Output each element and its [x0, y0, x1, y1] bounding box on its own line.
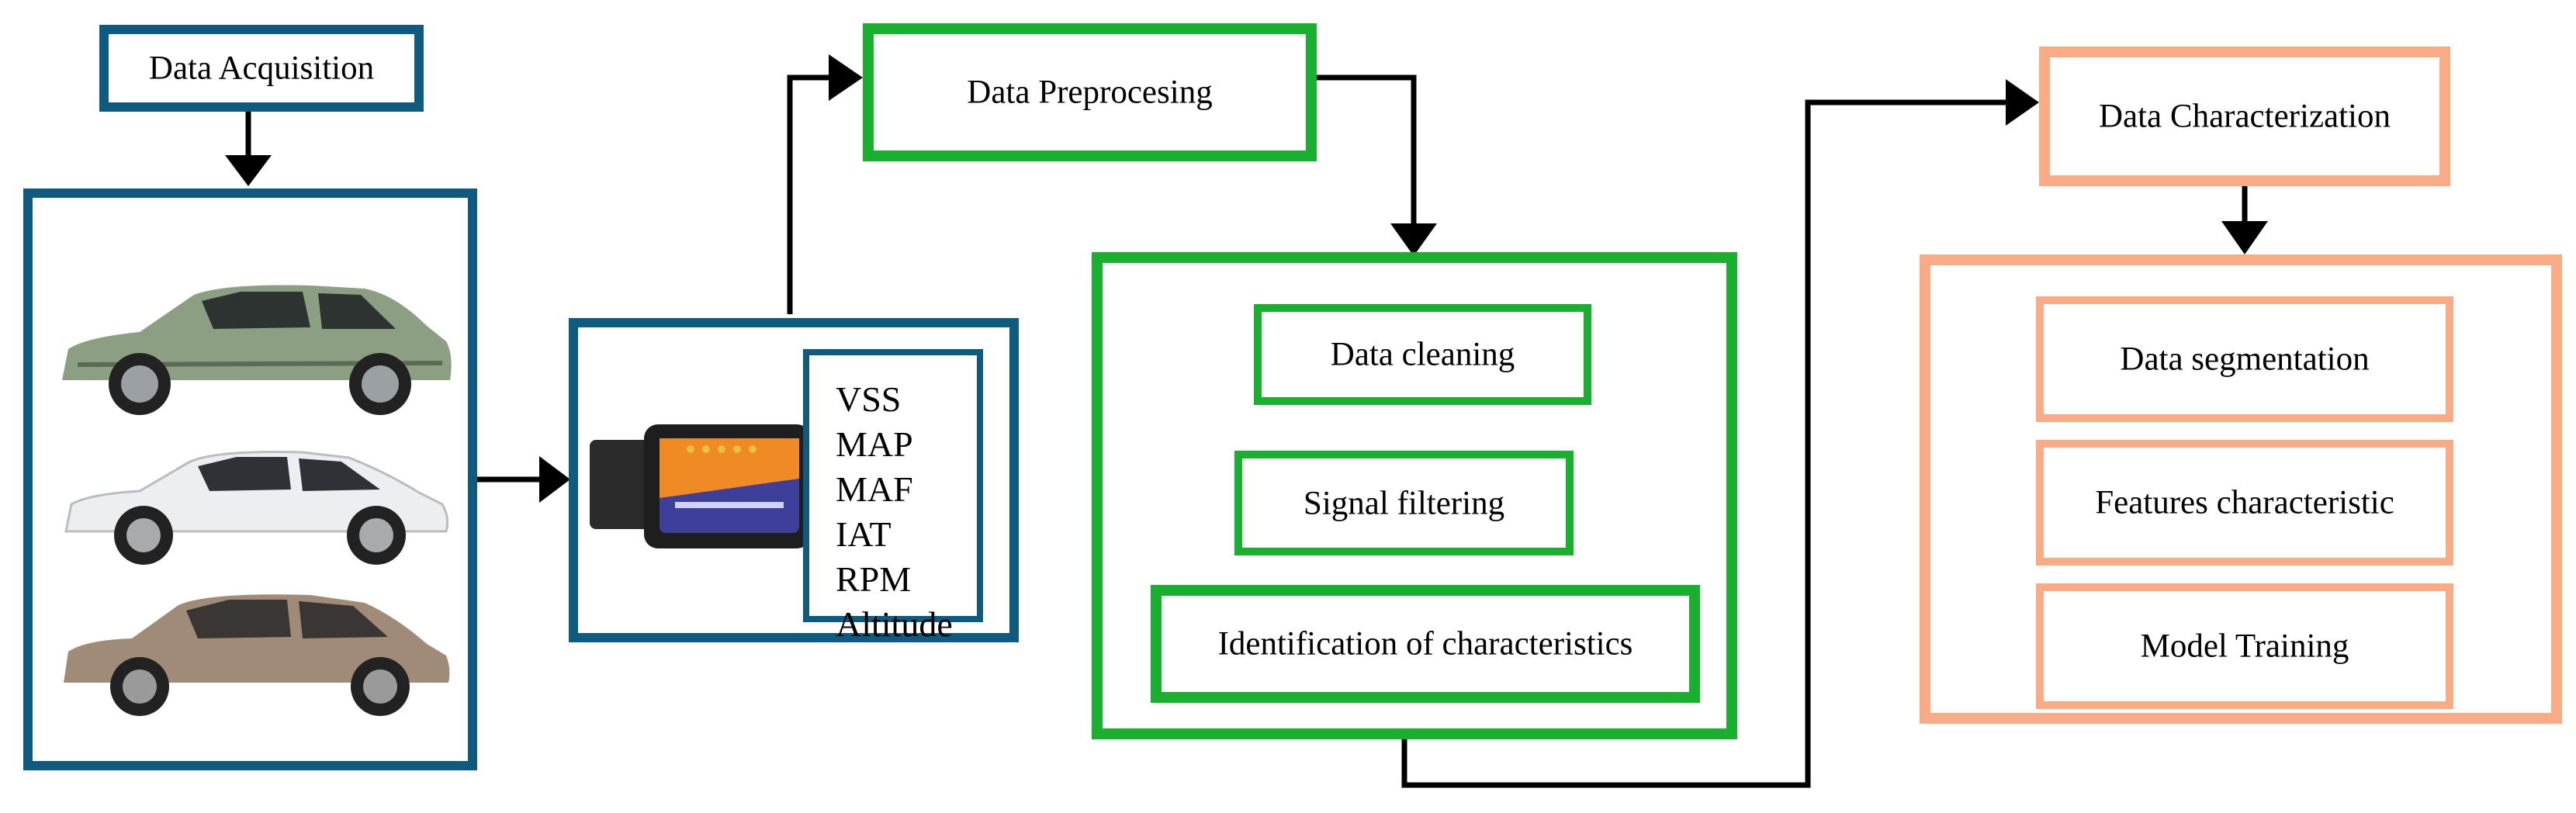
- preprocessing-steps-panel: Data cleaning Signal filtering Identific…: [1092, 252, 1737, 739]
- vehicle-hatchback-bronze-image: [64, 594, 450, 716]
- identification-box: Identification of characteristics: [1151, 585, 1700, 703]
- vehicle-hatchback-white-image: [64, 451, 449, 565]
- data-cleaning-label: Data cleaning: [1330, 336, 1515, 373]
- vehicles-panel: [23, 189, 477, 770]
- model-training-label: Model Training: [2140, 628, 2349, 665]
- arrow-preprocessing-to-steps: [1311, 74, 1417, 225]
- arrowhead-obd: [539, 456, 570, 503]
- characterization-steps-panel: Data segmentation Features characteristi…: [1920, 254, 2562, 724]
- arrow-obd-to-preprocessing: [787, 74, 830, 314]
- data-characterization-title: Data Characterization: [2098, 98, 2391, 135]
- signal-altitude: Altitude: [836, 604, 953, 644]
- data-characterization-title-box: Data Characterization: [2039, 47, 2450, 186]
- obd-device-panel: VSS MAP MAF IAT RPM Altitude: [569, 318, 1019, 644]
- features-characteristic-label: Features characteristic: [2095, 484, 2394, 521]
- signal-filtering-box: Signal filtering: [1234, 451, 1574, 555]
- signal-map: MAP: [836, 424, 913, 464]
- signals-list: VSS MAP MAF IAT RPM Altitude: [836, 377, 953, 647]
- data-preprocessing-title: Data Preprocesing: [967, 74, 1213, 111]
- data-cleaning-box: Data cleaning: [1254, 304, 1591, 405]
- identification-label: Identification of characteristics: [1217, 625, 1633, 663]
- data-segmentation-label: Data segmentation: [2120, 341, 2370, 378]
- vehicle-suv-image: [62, 285, 452, 415]
- data-acquisition-title: Data Acquisition: [148, 50, 375, 87]
- model-training-box: Model Training: [2036, 583, 2453, 709]
- arrowhead-steps: [1390, 223, 1437, 256]
- signal-maf: MAF: [836, 469, 913, 509]
- signal-iat: IAT: [836, 514, 892, 554]
- signal-filtering-label: Signal filtering: [1303, 485, 1505, 521]
- arrowhead-preproc: [829, 54, 863, 101]
- arrow-steps-to-characterization: [1401, 99, 2010, 788]
- data-acquisition-title-box: Data Acquisition: [99, 25, 424, 112]
- arrowhead-char: [2006, 79, 2039, 126]
- signals-list-box: VSS MAP MAF IAT RPM Altitude: [803, 349, 983, 644]
- obd2-scanner-image: [590, 424, 811, 548]
- features-characteristic-box: Features characteristic: [2036, 440, 2453, 566]
- arrowhead-acq: [225, 155, 272, 186]
- signal-vss: VSS: [836, 379, 902, 419]
- data-segmentation-box: Data segmentation: [2036, 296, 2453, 422]
- arrowhead-char-steps: [2221, 221, 2268, 254]
- signal-rpm: RPM: [836, 559, 912, 599]
- data-preprocessing-title-box: Data Preprocesing: [863, 23, 1317, 161]
